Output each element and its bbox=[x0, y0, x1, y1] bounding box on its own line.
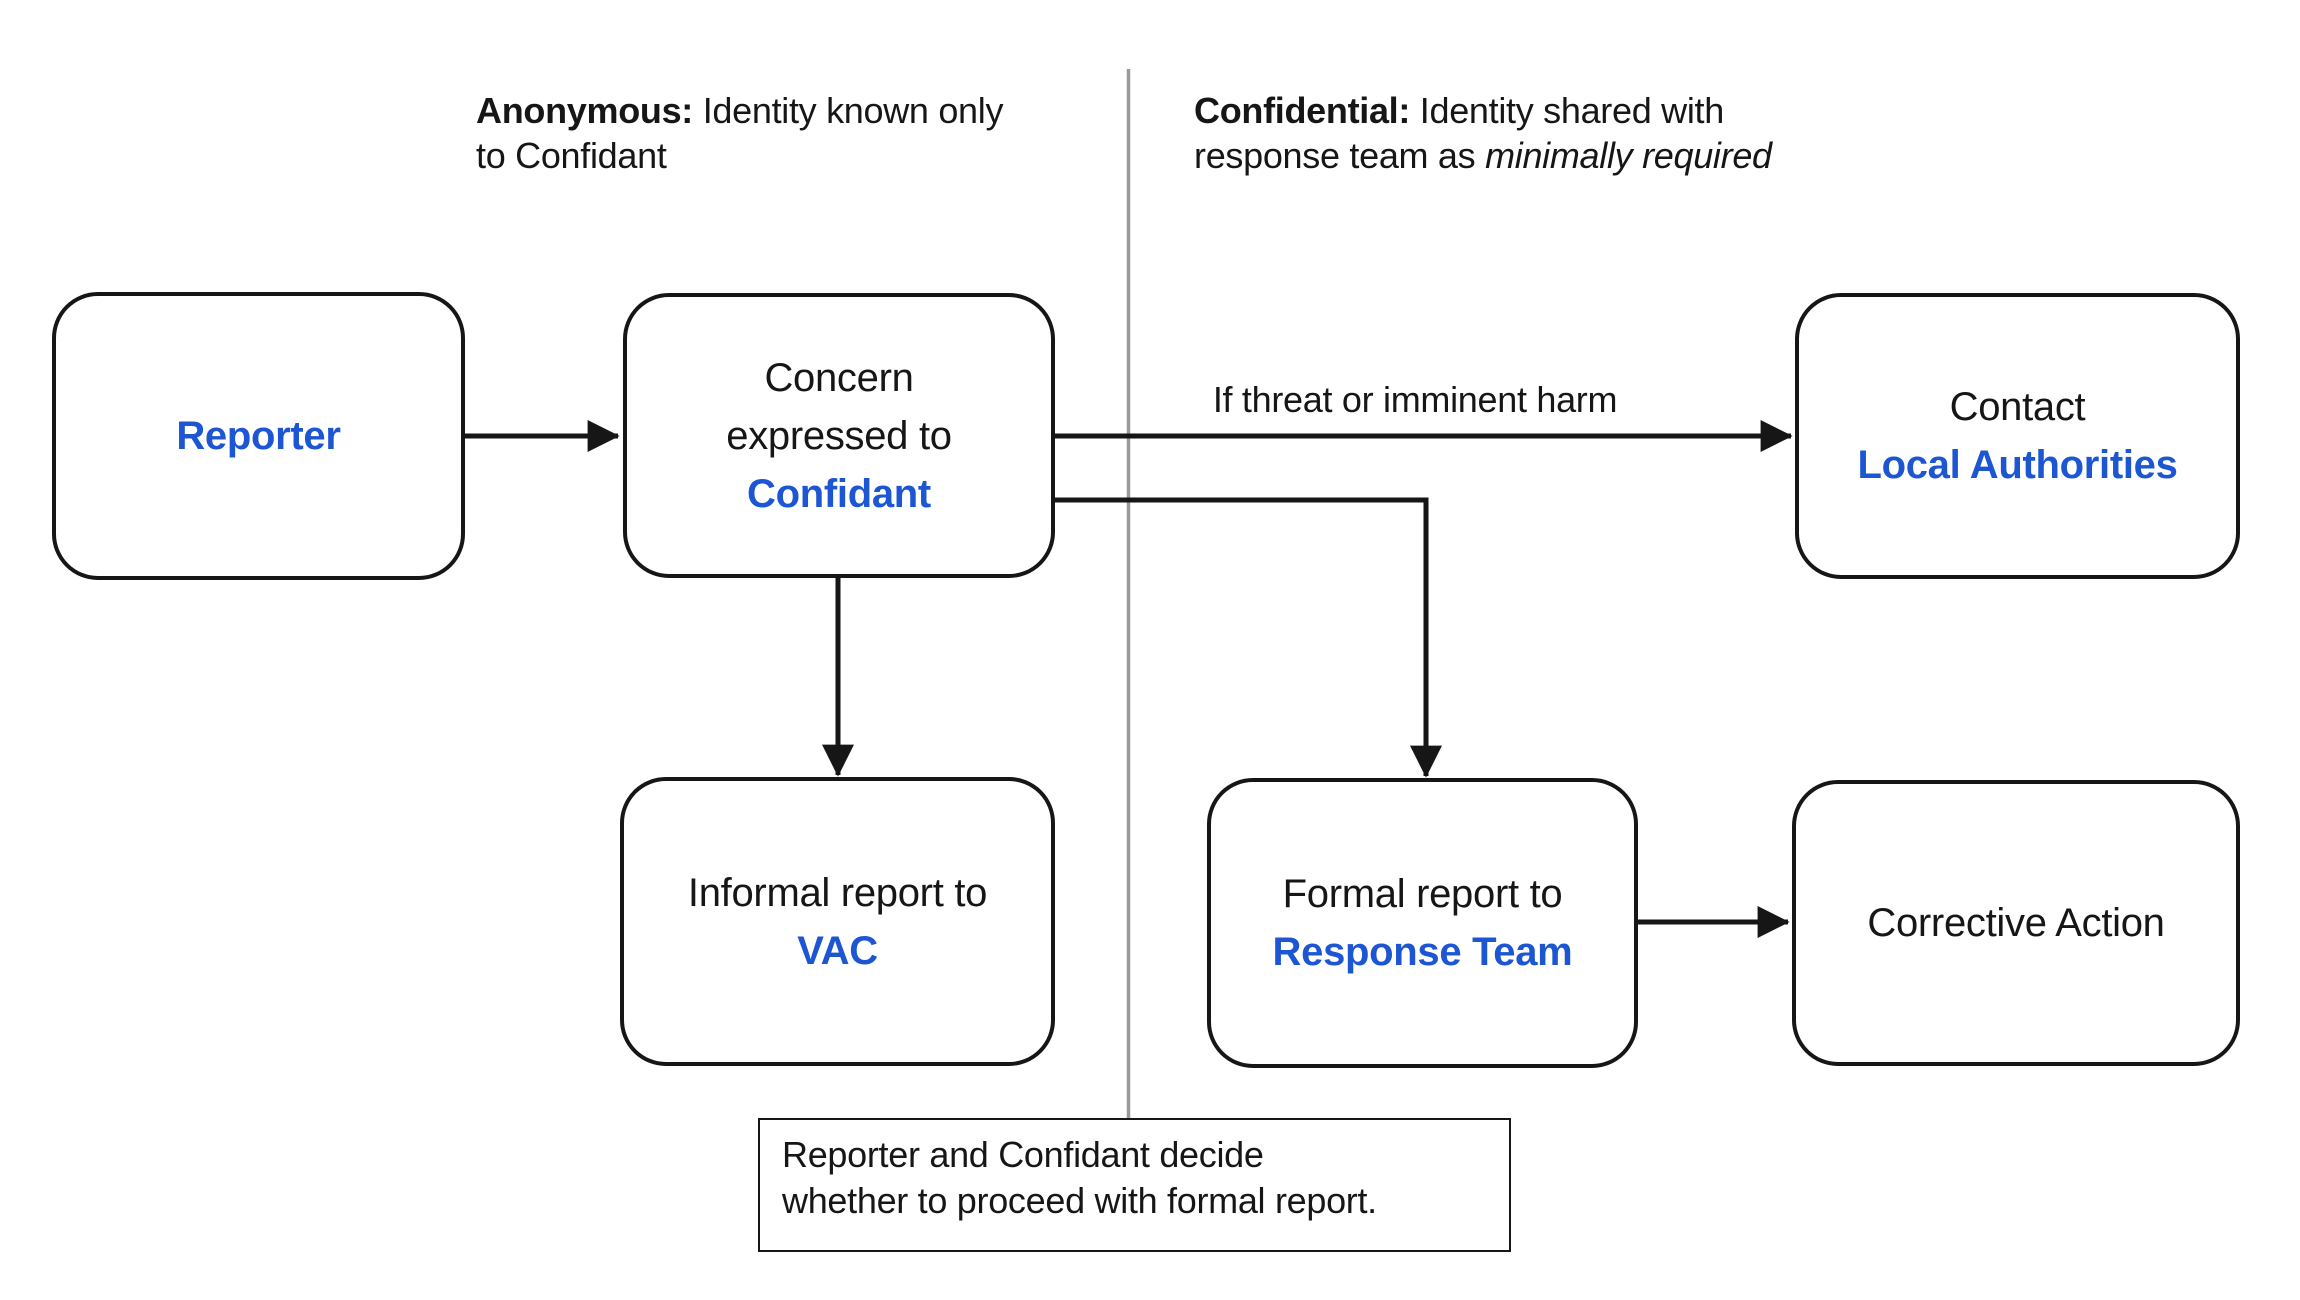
zone-term-confidential: Confidential: bbox=[1194, 90, 1411, 131]
node-formal-label-line1: Formal report to bbox=[1282, 872, 1563, 916]
node-corrective-label: Corrective Action bbox=[1867, 901, 2165, 945]
node-vac-label-line1: Informal report to bbox=[687, 870, 988, 915]
node-formal-report-to-response-team: Formal report to Response Team bbox=[1207, 778, 1638, 1068]
edge-label-if-threat: If threat or imminent harm bbox=[1212, 379, 1618, 420]
zone-text-confidential-italic: minimally required bbox=[1485, 135, 1772, 176]
node-concern-label-line3: Confidant bbox=[747, 471, 931, 516]
zone-text-confidential-line2: response team as bbox=[1194, 135, 1486, 176]
note-line1: Reporter and Confidant decide bbox=[782, 1134, 1264, 1175]
zone-term-anonymous: Anonymous: bbox=[476, 90, 693, 131]
node-concern-expressed-to-confidant: Concern expressed to Confidant bbox=[623, 293, 1055, 578]
zone-label-anonymous: Anonymous: Identity known only to Confid… bbox=[476, 88, 1003, 178]
arrow-concern-to-formal-report bbox=[1055, 497, 1442, 778]
node-reporter: Reporter bbox=[52, 292, 465, 580]
node-concern-label-line1: Concern bbox=[764, 355, 914, 400]
node-vac-label-line2: VAC bbox=[797, 928, 878, 973]
zone-text-confidential: Identity shared with bbox=[1410, 90, 1724, 131]
node-contact-label-line1: Contact bbox=[1949, 385, 2086, 429]
node-contact-label-line2: Local Authorities bbox=[1857, 443, 2178, 487]
node-contact-local-authorities: Contact Local Authorities bbox=[1795, 293, 2240, 579]
node-reporter-label: Reporter bbox=[176, 414, 341, 458]
zone-label-confidential: Confidential: Identity shared with respo… bbox=[1194, 88, 1772, 178]
node-informal-report-to-vac: Informal report to VAC bbox=[620, 777, 1055, 1066]
note-line2: whether to proceed with formal report. bbox=[782, 1180, 1377, 1221]
zone-text-anonymous-line2: to Confidant bbox=[476, 135, 667, 176]
zone-text-anonymous: Identity known only bbox=[693, 90, 1004, 131]
node-concern-label-line2: expressed to bbox=[726, 413, 952, 458]
node-formal-label-line2: Response Team bbox=[1272, 930, 1573, 974]
node-corrective-action: Corrective Action bbox=[1792, 780, 2240, 1066]
note-box-decide: Reporter and Confidant decide whether to… bbox=[758, 1118, 1511, 1252]
